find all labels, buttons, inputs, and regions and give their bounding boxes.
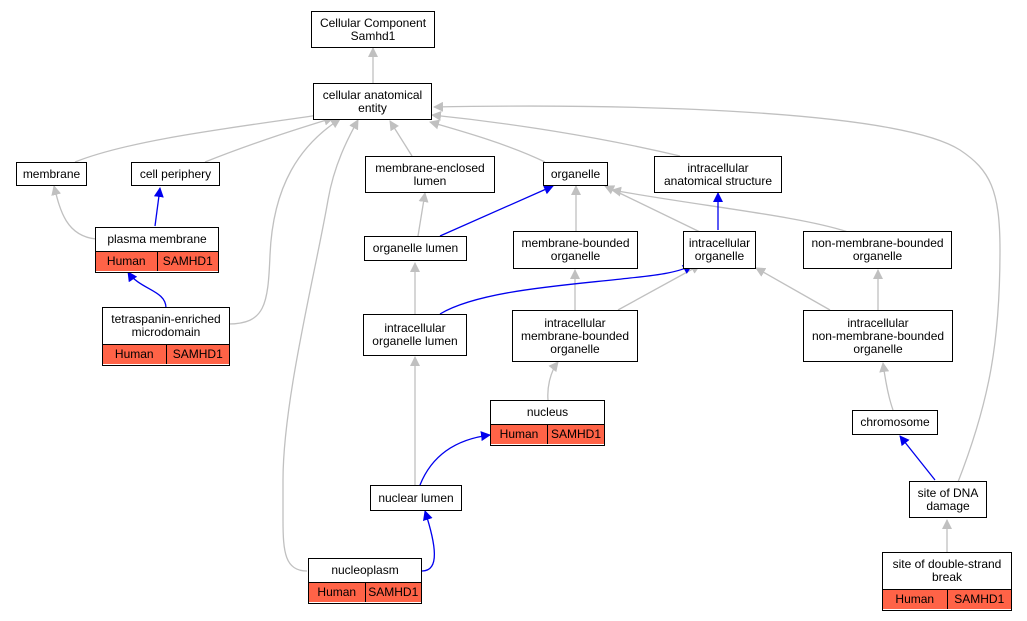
gene-cell: SAMHD1 <box>547 425 604 444</box>
node-tetraspanin-enriched-microdomain[interactable]: tetraspanin-enriched microdomain Human S… <box>102 307 230 366</box>
node-label: membrane <box>22 166 81 181</box>
edge-nucleoplasm-nuclear-lumen <box>421 510 435 572</box>
edge-membrane-cae <box>74 110 327 163</box>
node-label: nucleus <box>526 405 569 419</box>
node-plasma-membrane[interactable]: plasma membrane Human SAMHD1 <box>95 227 219 273</box>
node-membrane-bounded-organelle[interactable]: membrane-bounded organelle <box>513 231 638 269</box>
node-label: non-membrane-bounded organelle <box>811 236 944 263</box>
edge-chromosome-inmbo <box>879 362 894 411</box>
edge-tem-cae <box>227 118 341 325</box>
edge-organelle-lumen-organelle <box>439 185 554 237</box>
edge-iol-io <box>439 264 693 315</box>
node-membrane[interactable]: membrane <box>16 162 87 186</box>
node-label: site of double-strand break <box>892 557 1002 584</box>
node-intracellular-organelle[interactable]: intracellular organelle <box>683 231 756 269</box>
node-label: plasma membrane <box>107 232 207 246</box>
node-intracellular-anatomical-structure[interactable]: intracellular anatomical structure <box>654 156 782 193</box>
annotation-row: Human SAMHD1 <box>103 344 229 364</box>
node-label: organelle lumen <box>372 241 459 255</box>
annotation-row: Human SAMHD1 <box>491 424 604 444</box>
species-cell: Human <box>309 583 365 602</box>
edge-organelle-lumen-mel <box>417 192 429 237</box>
node-label: chromosome <box>860 415 930 429</box>
edge-nmbo-organelle <box>611 186 849 233</box>
gene-cell: SAMHD1 <box>165 345 229 364</box>
node-label: membrane-bounded organelle <box>521 236 630 263</box>
edge-imbo-io <box>617 264 701 311</box>
node-site-of-dna-damage[interactable]: site of DNA damage <box>909 481 987 518</box>
node-site-of-double-strand-break[interactable]: site of double-strand break Human SAMHD1 <box>882 552 1012 611</box>
edge-nucleoplasm-cae <box>282 119 359 572</box>
node-label: nucleoplasm <box>331 563 399 577</box>
node-organelle[interactable]: organelle <box>543 162 608 186</box>
node-nuclear-lumen[interactable]: nuclear lumen <box>370 485 462 511</box>
node-label: organelle <box>550 166 601 181</box>
node-organelle-lumen[interactable]: organelle lumen <box>364 236 467 261</box>
annotation-row: Human SAMHD1 <box>309 582 421 602</box>
node-nucleoplasm[interactable]: nucleoplasm Human SAMHD1 <box>308 558 422 604</box>
node-label: nuclear lumen <box>378 490 454 505</box>
edge-tem-plasma-membrane <box>127 271 167 309</box>
edge-nucleus-imbo <box>547 361 559 401</box>
node-label: intracellular organelle <box>688 236 751 263</box>
edge-nuclear-lumen-nucleus <box>419 431 491 486</box>
edge-organelle-cae <box>429 119 546 163</box>
node-label: intracellular anatomical structure <box>663 160 773 188</box>
species-cell: Human <box>883 590 947 609</box>
annotation-row: Human SAMHD1 <box>96 251 218 271</box>
node-cellular-anatomical-entity[interactable]: cellular anatomical entity <box>313 83 432 120</box>
node-label: tetraspanin-enriched microdomain <box>111 312 221 339</box>
node-intracellular-membrane-bounded-organelle[interactable]: intracellular membrane-bounded organelle <box>512 310 638 362</box>
node-nucleus[interactable]: nucleus Human SAMHD1 <box>490 400 605 446</box>
node-label: site of DNA damage <box>917 485 979 513</box>
node-label: intracellular organelle lumen <box>372 321 458 348</box>
gene-cell: SAMHD1 <box>364 583 421 602</box>
edge-cell-periphery-cae <box>204 115 334 163</box>
node-label: cell periphery <box>139 166 212 181</box>
node-label: intracellular non-membrane-bounded organ… <box>811 315 945 356</box>
node-non-membrane-bounded-organelle[interactable]: non-membrane-bounded organelle <box>803 231 952 269</box>
node-intracellular-organelle-lumen[interactable]: intracellular organelle lumen <box>363 314 467 356</box>
edge-dna-damage-chromosome <box>899 435 936 481</box>
gene-cell: SAMHD1 <box>156 252 218 271</box>
node-membrane-enclosed-lumen[interactable]: membrane-enclosed lumen <box>365 156 495 193</box>
edge-mel-cae <box>389 120 413 157</box>
node-intracellular-non-membrane-bounded-organelle[interactable]: intracellular non-membrane-bounded organ… <box>803 310 953 362</box>
node-label: Cellular Component Samhd1 <box>319 15 427 43</box>
edge-ias-cae <box>431 110 681 157</box>
edge-dna-damage-cae <box>433 101 1001 483</box>
node-label: membrane-enclosed lumen <box>375 160 485 188</box>
edge-plasma-membrane-cell-periphery <box>153 187 164 227</box>
annotation-row: Human SAMHD1 <box>883 589 1011 609</box>
edge-inmbo-io <box>755 267 831 311</box>
edge-plasma-membrane-membrane <box>51 185 97 240</box>
species-cell: Human <box>103 345 166 364</box>
node-label: intracellular membrane-bounded organelle <box>520 315 630 356</box>
node-root[interactable]: Cellular Component Samhd1 <box>311 11 435 48</box>
gene-cell: SAMHD1 <box>946 590 1011 609</box>
node-chromosome[interactable]: chromosome <box>852 410 938 435</box>
species-cell: Human <box>96 252 157 271</box>
node-cell-periphery[interactable]: cell periphery <box>131 162 220 186</box>
species-cell: Human <box>491 425 547 444</box>
node-label: cellular anatomical entity <box>322 87 423 115</box>
